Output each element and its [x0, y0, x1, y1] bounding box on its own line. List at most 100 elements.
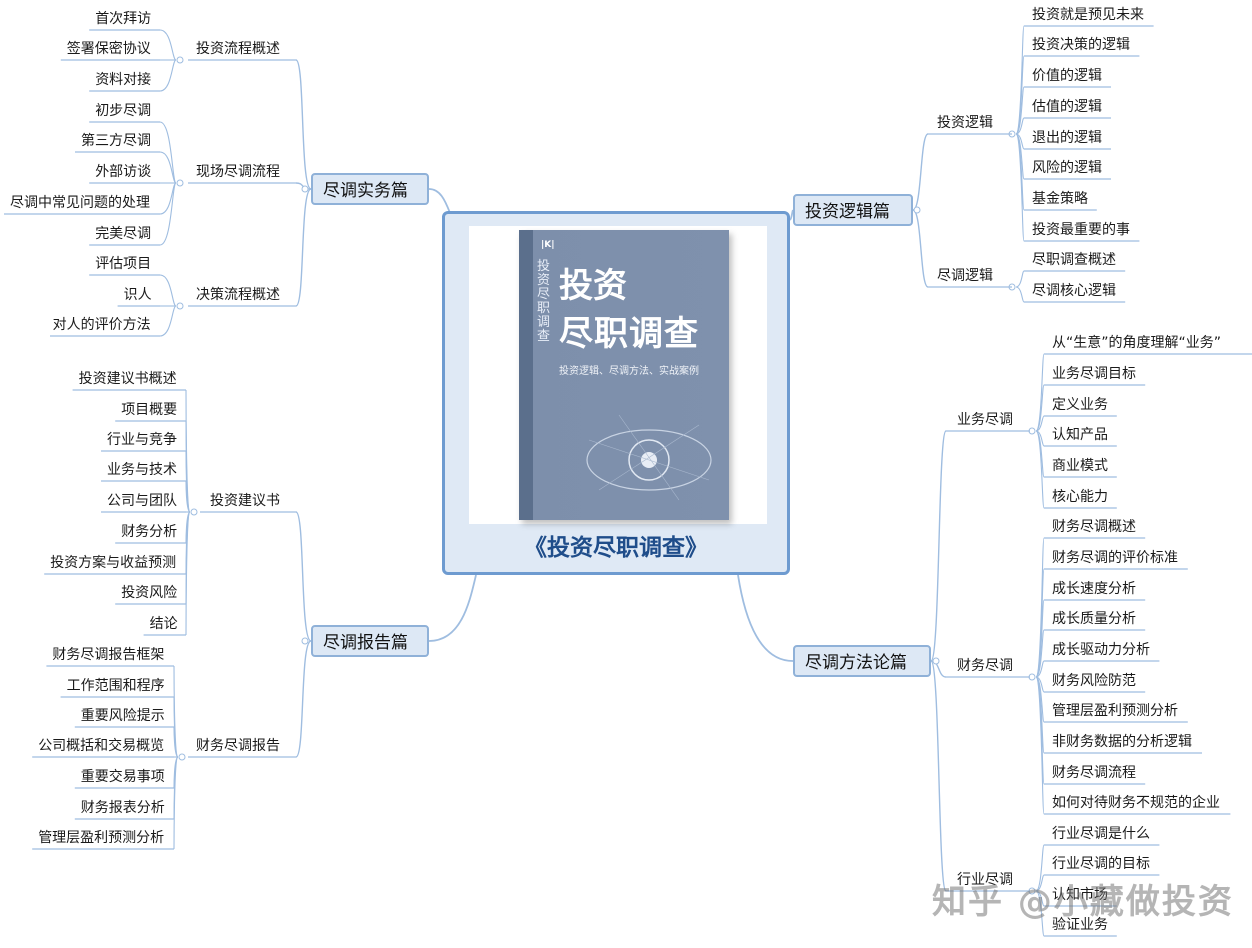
leaf-topic[interactable]: 工作范围和程序	[66, 678, 165, 694]
leaf-topic[interactable]: 公司与团队	[107, 493, 177, 509]
leaf-topic[interactable]: 如何对待财务不规范的企业	[1052, 795, 1220, 811]
leaf-topic[interactable]: 认知产品	[1052, 427, 1108, 443]
leaf-topic[interactable]: 成长质量分析	[1052, 611, 1136, 627]
leaf-topic[interactable]: 定义业务	[1052, 397, 1108, 413]
chapter-practice[interactable]: 尽调实务篇	[311, 173, 429, 205]
spine-text: 投资尽职调查	[537, 259, 551, 344]
leaf-topic[interactable]: 公司概括和交易概览	[38, 738, 165, 754]
leaf-topic[interactable]: 签署保密协议	[66, 41, 151, 57]
leaf-topic[interactable]: 结论	[149, 616, 178, 632]
collapse-toggle[interactable]	[178, 753, 186, 761]
leaf-topic[interactable]: 项目概要	[121, 402, 178, 418]
leaf-topic[interactable]: 投资风险	[121, 585, 178, 601]
connector-line	[295, 511, 312, 642]
leaf-topic[interactable]: 财务风险防范	[1052, 673, 1136, 689]
subtopic[interactable]: 财务尽调报告	[196, 738, 280, 754]
leaf-topic[interactable]: 核心能力	[1052, 489, 1108, 505]
connector-line	[173, 726, 179, 758]
leaf-topic[interactable]: 识人	[123, 287, 152, 303]
leaf-topic[interactable]: 管理层盈利预测分析	[38, 830, 165, 846]
collapse-toggle[interactable]	[176, 179, 184, 187]
collapse-toggle[interactable]	[301, 637, 309, 645]
collapse-toggle[interactable]	[932, 657, 940, 665]
leaf-topic[interactable]: 验证业务	[1052, 917, 1108, 933]
collapse-toggle[interactable]	[913, 206, 921, 214]
connector-line	[159, 151, 177, 184]
connector-line	[173, 756, 179, 850]
book-cover: |K| 投资尽职调查 投资 尽职调查 投资逻辑、尽调方法、实战案例	[519, 230, 729, 520]
leaf-topic[interactable]: 风险的逻辑	[1032, 160, 1102, 176]
subtopic[interactable]: 决策流程概述	[196, 287, 280, 303]
connector-line	[912, 209, 929, 288]
connector-line	[1035, 844, 1045, 892]
leaf-topic[interactable]: 尽调中常见问题的处理	[10, 195, 150, 211]
connector-line	[295, 640, 312, 758]
leaf-topic[interactable]: 认知市场	[1052, 887, 1108, 903]
leaf-topic[interactable]: 评估项目	[95, 256, 152, 272]
leaf-topic[interactable]: 尽调核心逻辑	[1032, 283, 1116, 299]
leaf-topic[interactable]: 成长驱动力分析	[1052, 642, 1150, 658]
leaf-topic[interactable]: 资料对接	[95, 72, 152, 88]
leaf-topic[interactable]: 行业与竞争	[107, 432, 177, 448]
leaf-topic[interactable]: 成长速度分析	[1052, 581, 1136, 597]
leaf-topic[interactable]: 第三方尽调	[81, 133, 151, 149]
cover-subtitle: 投资逻辑、尽调方法、实战案例	[559, 366, 699, 377]
cover-title-line2: 尽职调查	[559, 314, 699, 354]
leaf-topic[interactable]: 完美尽调	[95, 226, 152, 242]
leaf-topic[interactable]: 首次拜访	[95, 11, 152, 27]
leaf-topic[interactable]: 商业模式	[1052, 458, 1108, 474]
leaf-topic[interactable]: 财务尽调报告框架	[52, 647, 165, 663]
leaf-topic[interactable]: 初步尽调	[95, 103, 152, 119]
leaf-topic[interactable]: 估值的逻辑	[1032, 99, 1102, 115]
chapter-report[interactable]: 尽调报告篇	[311, 625, 429, 657]
leaf-topic[interactable]: 投资最重要的事	[1032, 222, 1130, 238]
subtopic[interactable]: 财务尽调	[957, 658, 1013, 674]
leaf-topic[interactable]: 投资决策的逻辑	[1032, 37, 1130, 53]
leaf-topic[interactable]: 尽职调查概述	[1032, 252, 1116, 268]
leaf-topic[interactable]: 价值的逻辑	[1032, 68, 1102, 84]
leaf-topic[interactable]: 基金策略	[1032, 191, 1088, 207]
subtopic[interactable]: 投资建议书	[210, 493, 280, 509]
leaf-topic[interactable]: 财务分析	[121, 524, 178, 540]
leaf-topic[interactable]: 财务报表分析	[80, 800, 165, 816]
book-cover-image: |K| 投资尽职调查 投资 尽职调查 投资逻辑、尽调方法、实战案例	[469, 226, 767, 524]
subtopic[interactable]: 投资流程概述	[196, 41, 280, 57]
leaf-topic[interactable]: 业务与技术	[107, 462, 177, 478]
subtopic[interactable]: 业务尽调	[957, 412, 1013, 428]
leaf-topic[interactable]: 外部访谈	[95, 164, 152, 180]
subtopic[interactable]: 投资逻辑	[937, 115, 993, 131]
connector-line	[1035, 676, 1045, 815]
collapse-toggle[interactable]	[176, 56, 184, 64]
watermark: 知乎 @小藏做投资	[932, 882, 1234, 922]
leaf-topic[interactable]: 行业尽调是什么	[1052, 826, 1150, 842]
leaf-topic[interactable]: 财务尽调概述	[1052, 519, 1136, 535]
chapter-method[interactable]: 尽调方法论篇	[793, 645, 931, 677]
connector-line	[159, 305, 177, 337]
connector-line	[930, 430, 947, 662]
collapse-toggle[interactable]	[176, 302, 184, 310]
leaf-topic[interactable]: 财务尽调的评价标准	[1052, 550, 1178, 566]
connector-line	[930, 660, 947, 892]
leaf-topic[interactable]: 从“生意”的角度理解“业务”	[1052, 335, 1222, 351]
leaf-topic[interactable]: 业务尽调目标	[1052, 366, 1136, 382]
subtopic[interactable]: 现场尽调流程	[196, 164, 280, 180]
subtopic[interactable]: 行业尽调	[957, 872, 1013, 888]
connector-line	[159, 182, 177, 215]
subtopic[interactable]: 尽调逻辑	[937, 268, 993, 284]
leaf-topic[interactable]: 财务尽调流程	[1052, 765, 1136, 781]
leaf-topic[interactable]: 对人的评价方法	[52, 317, 151, 333]
central-topic[interactable]: |K| 投资尽职调查 投资 尽职调查 投资逻辑、尽调方法、实战案例 《投资尽职调…	[442, 211, 790, 575]
chapter-logic[interactable]: 投资逻辑篇	[793, 194, 913, 226]
leaf-topic[interactable]: 非财务数据的分析逻辑	[1052, 734, 1192, 750]
leaf-topic[interactable]: 退出的逻辑	[1032, 130, 1102, 146]
leaf-topic[interactable]: 重要交易事项	[80, 769, 165, 785]
collapse-toggle[interactable]	[190, 508, 198, 516]
leaf-topic[interactable]: 管理层盈利预测分析	[1052, 703, 1178, 719]
collapse-toggle[interactable]	[301, 185, 309, 193]
connector-line	[1015, 86, 1025, 135]
leaf-topic[interactable]: 行业尽调的目标	[1052, 856, 1150, 872]
leaf-topic[interactable]: 投资就是预见未来	[1032, 7, 1144, 23]
leaf-topic[interactable]: 投资方案与收益预测	[50, 555, 177, 571]
leaf-topic[interactable]: 重要风险提示	[80, 708, 165, 724]
leaf-topic[interactable]: 投资建议书概述	[78, 371, 177, 387]
